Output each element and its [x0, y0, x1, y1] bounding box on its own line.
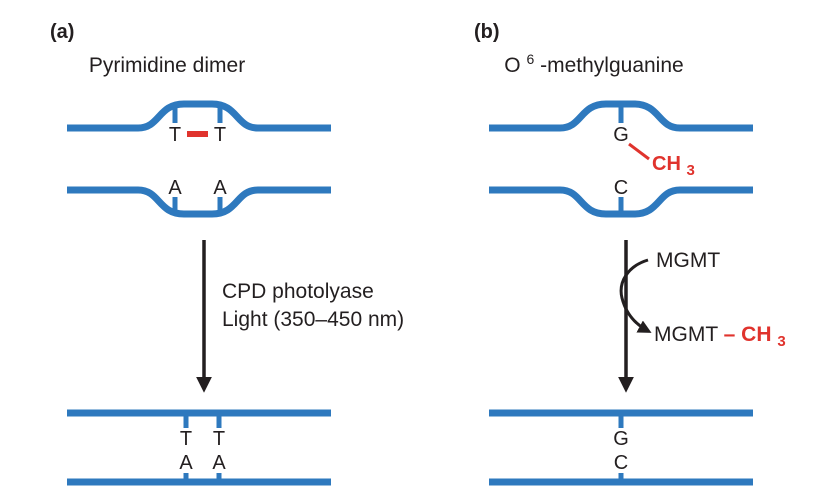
panel-b-title: O 6 -methylguanine: [504, 46, 683, 77]
title-text: O: [504, 54, 520, 77]
enzyme-swoop-arrow: [619, 258, 652, 333]
dna-strand-bottom-damaged-a: [67, 186, 331, 218]
base-letter-guanine: G: [613, 124, 629, 146]
product-methyl-subscript: 3: [777, 333, 785, 350]
dna-strand-bottom-damaged-b: [489, 186, 753, 218]
base-letter-thymine: T: [214, 124, 226, 146]
dna-strand-top-damaged-a: [67, 100, 331, 132]
panel-a-label: (a): [50, 21, 74, 43]
base-letter-thymine: T: [180, 428, 192, 450]
base-letter-adenine: A: [179, 452, 193, 474]
mgmt-enzyme-label: MGMT: [656, 249, 720, 272]
reaction-light-label: Light (350–450 nm): [222, 308, 404, 331]
methyl-bond: [628, 142, 650, 161]
reaction-enzyme-label: CPD photolyase: [222, 280, 374, 303]
dna-strand-top-damaged-b: [489, 100, 753, 132]
title-superscript: 6: [526, 51, 534, 67]
base-letter-thymine: T: [213, 428, 225, 450]
base-letter-cytosine: C: [614, 452, 628, 474]
panel-b: (b) O 6 -methylguanine G CH 3 C MGMT: [474, 21, 786, 486]
panel-a-title: Pyrimidine dimer: [89, 54, 245, 77]
base-letter-adenine: A: [213, 177, 227, 199]
base-letter-thymine: T: [169, 124, 181, 146]
panel-b-label: (b): [474, 21, 500, 43]
product-methyl-text: CH: [741, 323, 771, 346]
methyl-group-label: CH 3: [652, 153, 695, 179]
mgmt-product-label: MGMT – CH 3: [654, 323, 786, 350]
methyl-text: CH: [652, 153, 681, 175]
base-letter-adenine: A: [168, 177, 182, 199]
base-letter-adenine: A: [212, 452, 226, 474]
product-dash: –: [724, 323, 736, 346]
methyl-subscript: 3: [686, 162, 694, 179]
base-letter-cytosine: C: [614, 177, 628, 199]
base-letter-guanine: G: [613, 428, 629, 450]
title-text: -methylguanine: [540, 54, 684, 77]
product-enzyme-text: MGMT: [654, 323, 718, 346]
dimer-bond: [187, 131, 208, 137]
panel-a: (a) Pyrimidine dimer T T A A CPD photoly…: [50, 21, 404, 486]
